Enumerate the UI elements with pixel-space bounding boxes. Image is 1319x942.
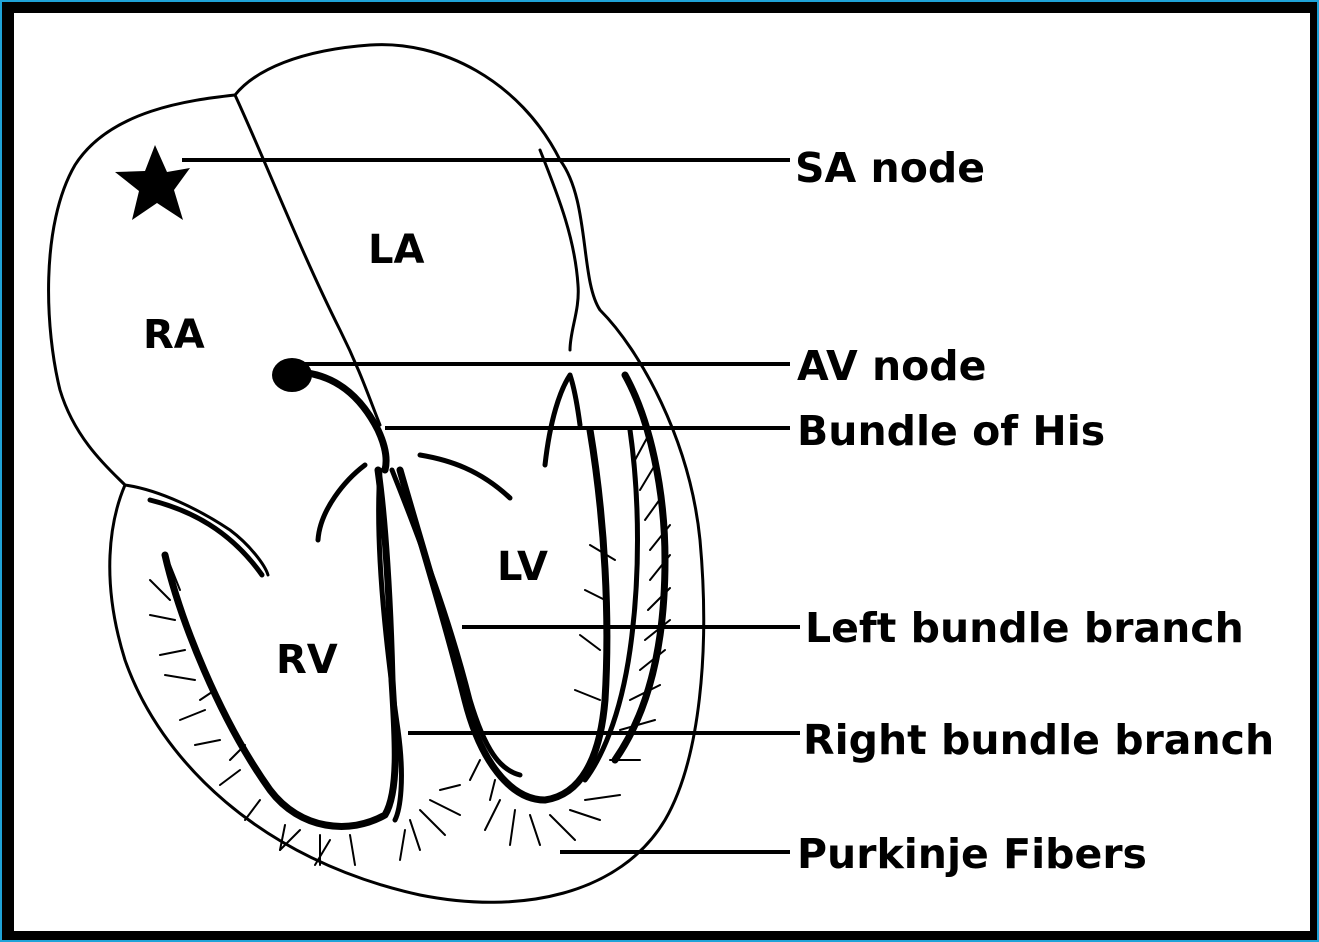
la-right-border — [540, 150, 578, 350]
chamber-label-lv: LV — [497, 544, 548, 590]
chamber-label-ra: RA — [143, 312, 205, 358]
callout-sa-node: SA node — [795, 144, 985, 192]
papillary-left — [318, 465, 365, 540]
mitral-flap-right — [545, 375, 580, 465]
callout-purkinje-fibers: Purkinje Fibers — [797, 830, 1147, 878]
callout-left-bundle-branch: Left bundle branch — [805, 604, 1244, 652]
left-bundle-branch-path — [392, 470, 520, 775]
chamber-label-la: LA — [368, 227, 424, 273]
callout-av-node: AV node — [797, 342, 986, 390]
mitral-flap-left — [420, 455, 510, 498]
ra-lower-notch — [125, 485, 268, 575]
bundle-of-his-path — [300, 372, 386, 470]
chamber-label-rv: RV — [276, 637, 338, 683]
lv-inner-wall-right — [615, 375, 665, 760]
callout-bundle-of-his: Bundle of His — [797, 407, 1105, 455]
lv-inner-wall-left — [400, 430, 607, 800]
sa-node-star — [115, 145, 190, 220]
callout-right-bundle-branch: Right bundle branch — [803, 716, 1274, 764]
